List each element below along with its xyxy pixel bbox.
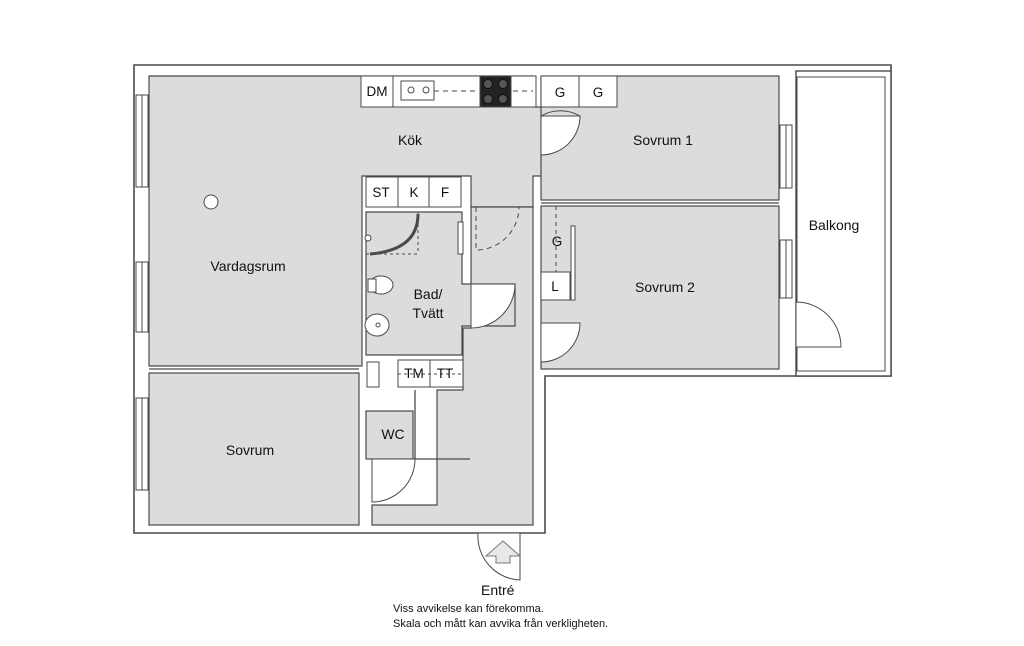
floor-sovrum2	[540, 205, 780, 370]
fixture-label-g-b: G	[593, 85, 604, 100]
floor-sovrum	[148, 372, 360, 526]
balcony-inner	[796, 76, 886, 372]
fixture-label-g-a: G	[555, 85, 566, 100]
disclaimer-line-1: Viss avvikelse kan förekomma.	[393, 603, 544, 615]
cabinets-st-k-f	[365, 176, 462, 208]
floor-wc	[365, 410, 414, 460]
entrance-label: Entré	[481, 582, 515, 598]
fixture-label-tt: TT	[437, 366, 454, 381]
fixture-label-st: ST	[372, 185, 389, 200]
ceiling-lamp-icon	[203, 194, 219, 210]
fixture-label-f: F	[441, 185, 449, 200]
disclaimer: Viss avvikelse kan förekomma. Skala och …	[393, 602, 608, 632]
room-label-sovrum2: Sovrum 2	[635, 279, 695, 295]
room-label-vardagsrum: Vardagsrum	[210, 258, 285, 274]
fixture-label-dm: DM	[367, 84, 388, 99]
room-label-sovrum1: Sovrum 1	[633, 132, 693, 148]
room-label-wc: WC	[381, 426, 404, 442]
entrance-arrow-icon	[484, 540, 522, 564]
windows	[135, 94, 793, 491]
interior-walls	[149, 202, 779, 460]
room-label-balkong: Balkong	[809, 217, 860, 233]
basin	[364, 313, 390, 337]
closet-sovrum2	[540, 206, 576, 301]
fixture-label-k: K	[409, 185, 418, 200]
kitchen-counter	[360, 75, 537, 108]
fixture-label-tm: TM	[404, 366, 424, 381]
room-label-bad: Bad/	[414, 286, 443, 302]
fixture-label-g-closet: G	[552, 234, 563, 249]
room-label-kok: Kök	[398, 132, 423, 148]
disclaimer-line-2: Skala och mått kan avvika från verklighe…	[393, 618, 609, 630]
bath-fixtures	[364, 212, 464, 388]
room-label-sovrum: Sovrum	[226, 442, 274, 458]
fixture-label-l-closet: L	[551, 279, 559, 294]
room-label-tvatt: Tvätt	[412, 305, 443, 321]
wardrobes-sovrum1	[540, 75, 618, 108]
